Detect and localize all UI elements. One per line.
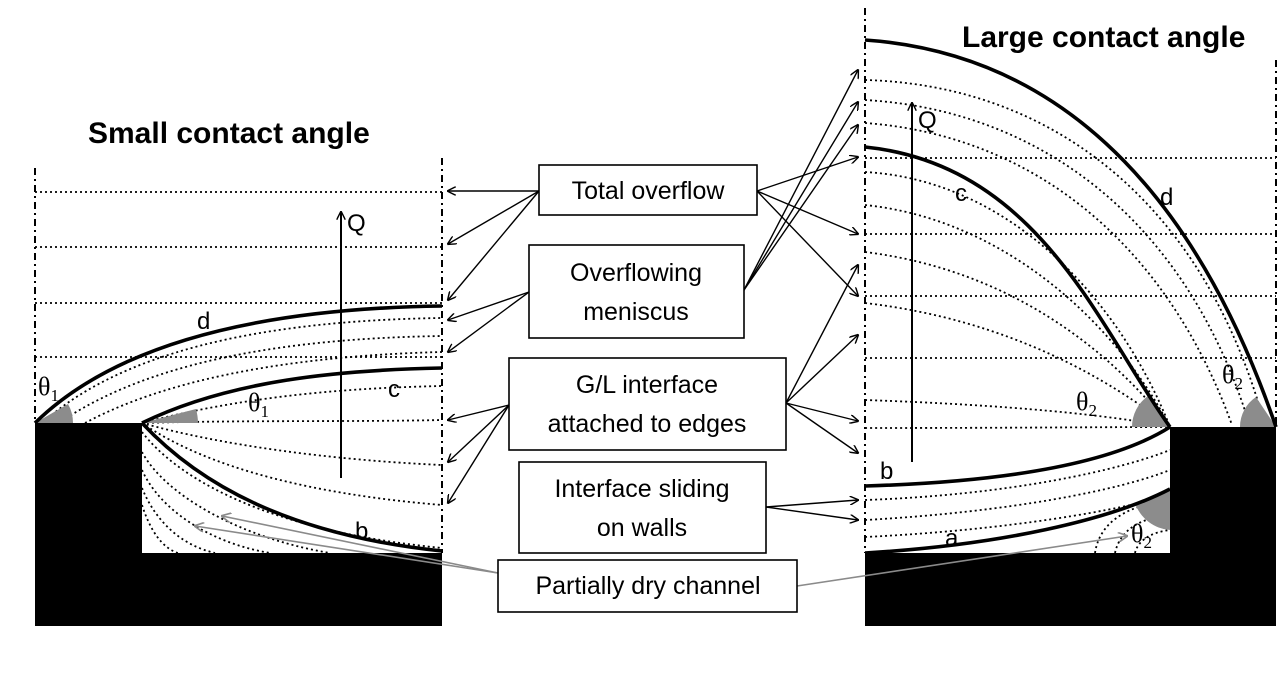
left-sliding-meniscus <box>141 504 179 554</box>
right-contact-angle-wedge <box>1132 396 1170 427</box>
right-sliding-meniscus <box>864 469 1171 521</box>
right-overflow-meniscus <box>864 122 1233 426</box>
svg-text:Overflowing: Overflowing <box>570 259 702 287</box>
left-attached-meniscus <box>141 422 443 466</box>
right-theta-label: θ2 <box>1076 387 1097 420</box>
svg-text:G/L interface: G/L interface <box>576 371 718 399</box>
regime-box-sliding-walls: Interface sliding on walls <box>518 461 767 554</box>
right-dry-meniscus <box>1134 529 1171 554</box>
right-curve-b <box>864 425 1171 488</box>
right-theta-label: θ2 <box>1222 360 1243 393</box>
right-title: Large contact angle <box>962 21 1245 54</box>
right-contact-angle-wedge <box>1135 489 1170 530</box>
left-overflow-meniscus <box>61 335 443 422</box>
left-curve-c <box>141 366 443 425</box>
regime-legend: Total overflow Overflowing meniscus G/L … <box>195 70 1127 613</box>
overflowing-meniscus-arrows <box>448 70 858 352</box>
right-overflow-meniscus <box>864 79 1263 416</box>
right-attached-meniscus <box>864 426 1171 429</box>
svg-text:Partially dry channel: Partially dry channel <box>535 572 760 600</box>
right-contact-angle-wedge <box>1240 397 1276 427</box>
left-curve-b <box>140 421 443 553</box>
right-attached-meniscus <box>864 251 1171 428</box>
right-label-d: d <box>1160 184 1173 211</box>
right-sliding-meniscus <box>864 494 1171 538</box>
svg-text:on walls: on walls <box>597 514 687 542</box>
right-sliding-meniscus <box>864 449 1171 501</box>
left-theta-label: θ1 <box>38 372 59 405</box>
total-overflow-arrows <box>448 157 858 300</box>
right-curve-c <box>864 145 1172 429</box>
left-label-b: b <box>355 518 368 545</box>
regime-box-overflowing-meniscus: Overflowing meniscus <box>528 244 745 339</box>
left-sliding-meniscus <box>141 469 271 554</box>
right-label-c: c <box>955 180 967 207</box>
svg-text:attached to edges: attached to edges <box>548 410 747 438</box>
right-attached-meniscus <box>864 204 1171 428</box>
right-theta-label: θ2 <box>1131 519 1152 552</box>
right-wall-solid <box>865 427 1276 626</box>
right-overflow-meniscus <box>864 99 1249 421</box>
left-panel: Q d c b θ1 θ1 Small contact angle <box>33 117 443 626</box>
left-flow-label: Q <box>347 210 366 237</box>
regime-box-attached-edges: G/L interface attached to edges <box>508 357 787 451</box>
left-attached-meniscus <box>141 385 443 424</box>
right-label-b: b <box>880 458 893 485</box>
left-wall-solid <box>35 423 442 626</box>
right-curve-a <box>864 487 1171 555</box>
left-contact-angle-wedge <box>35 404 74 423</box>
svg-text:Total overflow: Total overflow <box>572 177 726 205</box>
right-panel: Q c d b a θ2 θ2 θ2 Large contact angle <box>864 8 1278 626</box>
left-theta-label: θ1 <box>248 388 269 421</box>
left-sliding-meniscus <box>141 451 331 554</box>
right-label-a: a <box>945 525 959 552</box>
right-dry-meniscus <box>1114 514 1171 554</box>
left-overflow-meniscus <box>47 317 443 419</box>
left-attached-meniscus <box>141 422 443 506</box>
right-flow-label: Q <box>918 107 937 134</box>
left-contact-angle-wedge <box>142 409 198 423</box>
svg-text:Interface sliding: Interface sliding <box>554 475 729 503</box>
left-label-c: c <box>388 376 400 403</box>
left-curve-d <box>33 304 443 425</box>
left-title: Small contact angle <box>88 117 370 150</box>
dry-channel-arrows <box>195 516 1127 587</box>
regime-box-dry-channel: Partially dry channel <box>497 559 798 613</box>
left-sliding-meniscus <box>141 487 216 554</box>
left-label-d: d <box>197 308 210 335</box>
right-curve-d <box>864 38 1278 428</box>
attached-edges-arrows <box>448 265 858 503</box>
svg-text:meniscus: meniscus <box>583 298 689 326</box>
regime-box-total-overflow: Total overflow <box>538 164 758 216</box>
sliding-walls-arrows <box>765 500 858 520</box>
right-attached-meniscus <box>864 302 1171 428</box>
right-attached-meniscus <box>864 399 1171 428</box>
right-wall-tip <box>865 553 960 566</box>
